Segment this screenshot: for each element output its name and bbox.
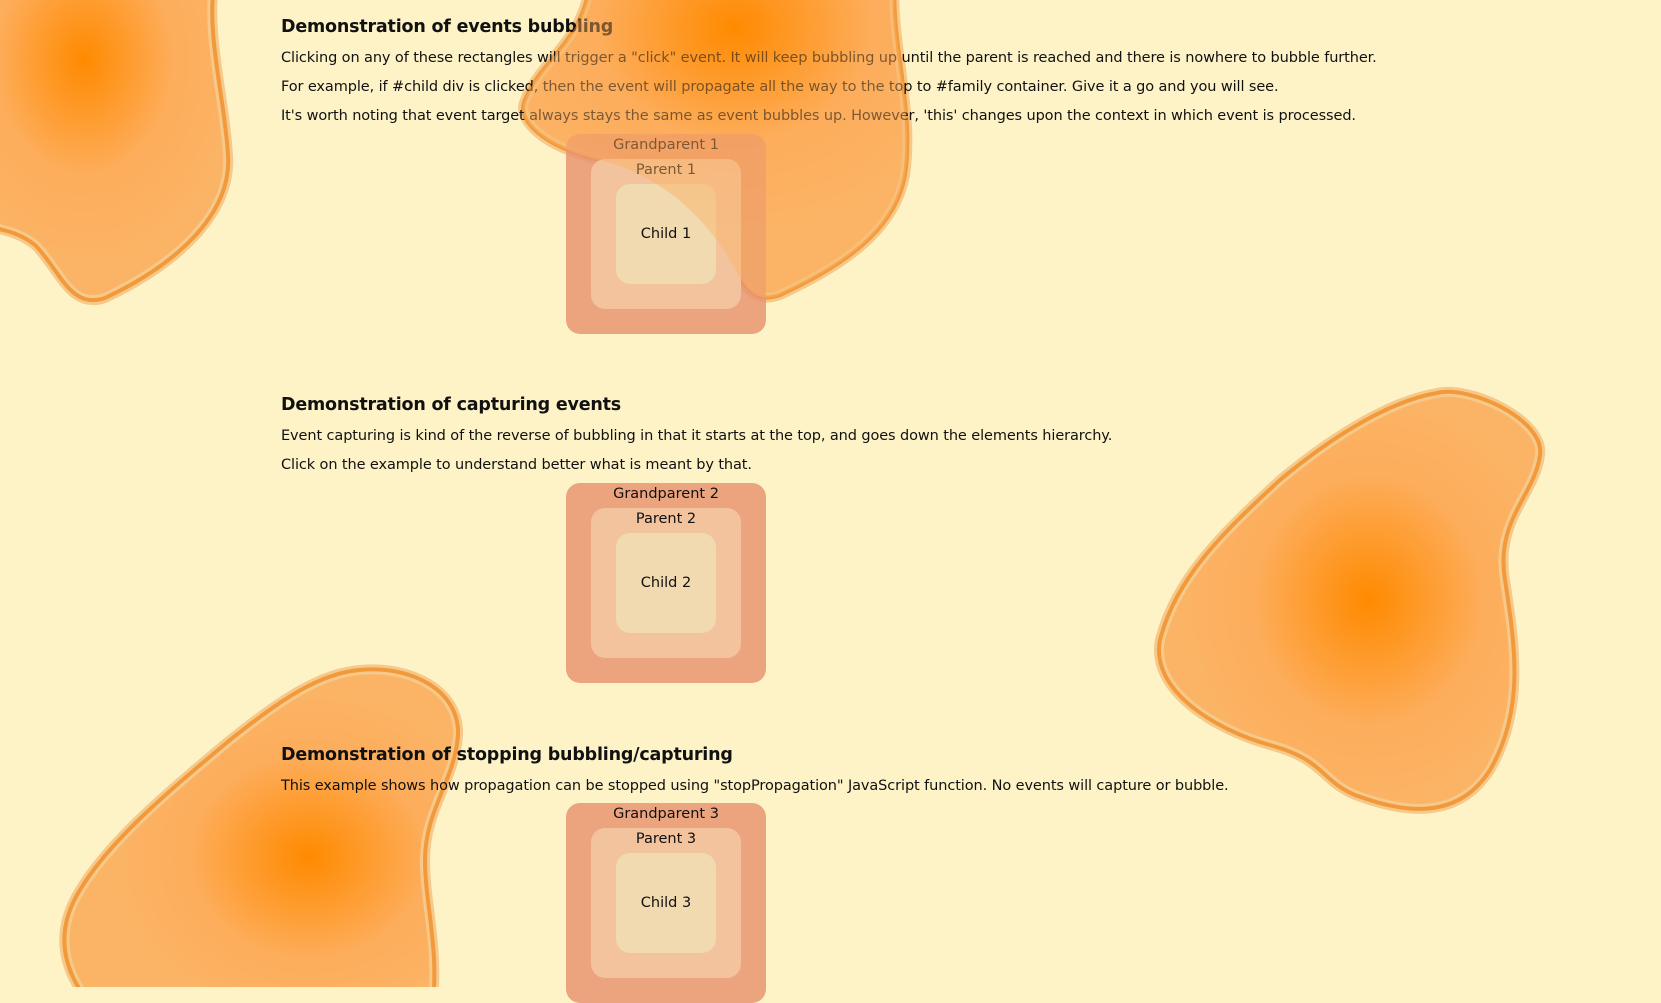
child-1-label: Child 1 [640,226,692,242]
bubbling-title: Demonstration of events bubbling [281,17,614,37]
child-3-label: Child 3 [640,895,692,911]
parent-2-label: Parent 2 [635,511,697,527]
grandparent-2-label: Grandparent 2 [613,486,719,502]
stopping-title: Demonstration of stopping bubbling/captu… [281,745,733,765]
capturing-title: Demonstration of capturing events [281,395,622,415]
capturing-line-2: Click on the example to understand bette… [281,457,752,473]
family-container-3[interactable]: Grandparent 3 Parent 3 Child 3 [566,803,766,1003]
bubbling-section: Demonstration of events bubbling Clickin… [281,16,1481,131]
child-3-box[interactable]: Child 3 [616,853,716,953]
parent-3-box[interactable]: Parent 3 Child 3 [591,828,741,978]
parent-2-box[interactable]: Parent 2 Child 2 [591,508,741,658]
stopping-line-1: This example shows how propagation can b… [281,778,1229,794]
grandparent-1-label: Grandparent 1 [613,137,719,153]
stopping-section: Demonstration of stopping bubbling/captu… [281,744,1481,801]
blob-bottom-left [59,664,464,987]
bubbling-line-3: It's worth noting that event target alwa… [281,108,1356,124]
blob-right [1153,386,1546,814]
bubbling-description: Clicking on any of these rectangles will… [281,44,1481,131]
capturing-section: Demonstration of capturing events Event … [281,394,1481,480]
child-1-box[interactable]: Child 1 [616,184,716,284]
blob-top-left [0,0,234,306]
grandparent-3-label: Grandparent 3 [613,806,719,822]
capturing-line-1: Event capturing is kind of the reverse o… [281,428,1113,444]
stopping-description: This example shows how propagation can b… [281,772,1481,801]
parent-1-label: Parent 1 [635,162,697,178]
child-2-box[interactable]: Child 2 [616,533,716,633]
family-container-1[interactable]: Grandparent 1 Parent 1 Child 1 [566,134,766,334]
capturing-description: Event capturing is kind of the reverse o… [281,422,1481,480]
parent-1-box[interactable]: Parent 1 Child 1 [591,159,741,309]
parent-3-label: Parent 3 [635,831,697,847]
child-2-label: Child 2 [640,575,692,591]
bubbling-line-1: Clicking on any of these rectangles will… [281,50,1377,66]
bubbling-line-2: For example, if #child div is clicked, t… [281,79,1279,95]
family-container-2[interactable]: Grandparent 2 Parent 2 Child 2 [566,483,766,683]
